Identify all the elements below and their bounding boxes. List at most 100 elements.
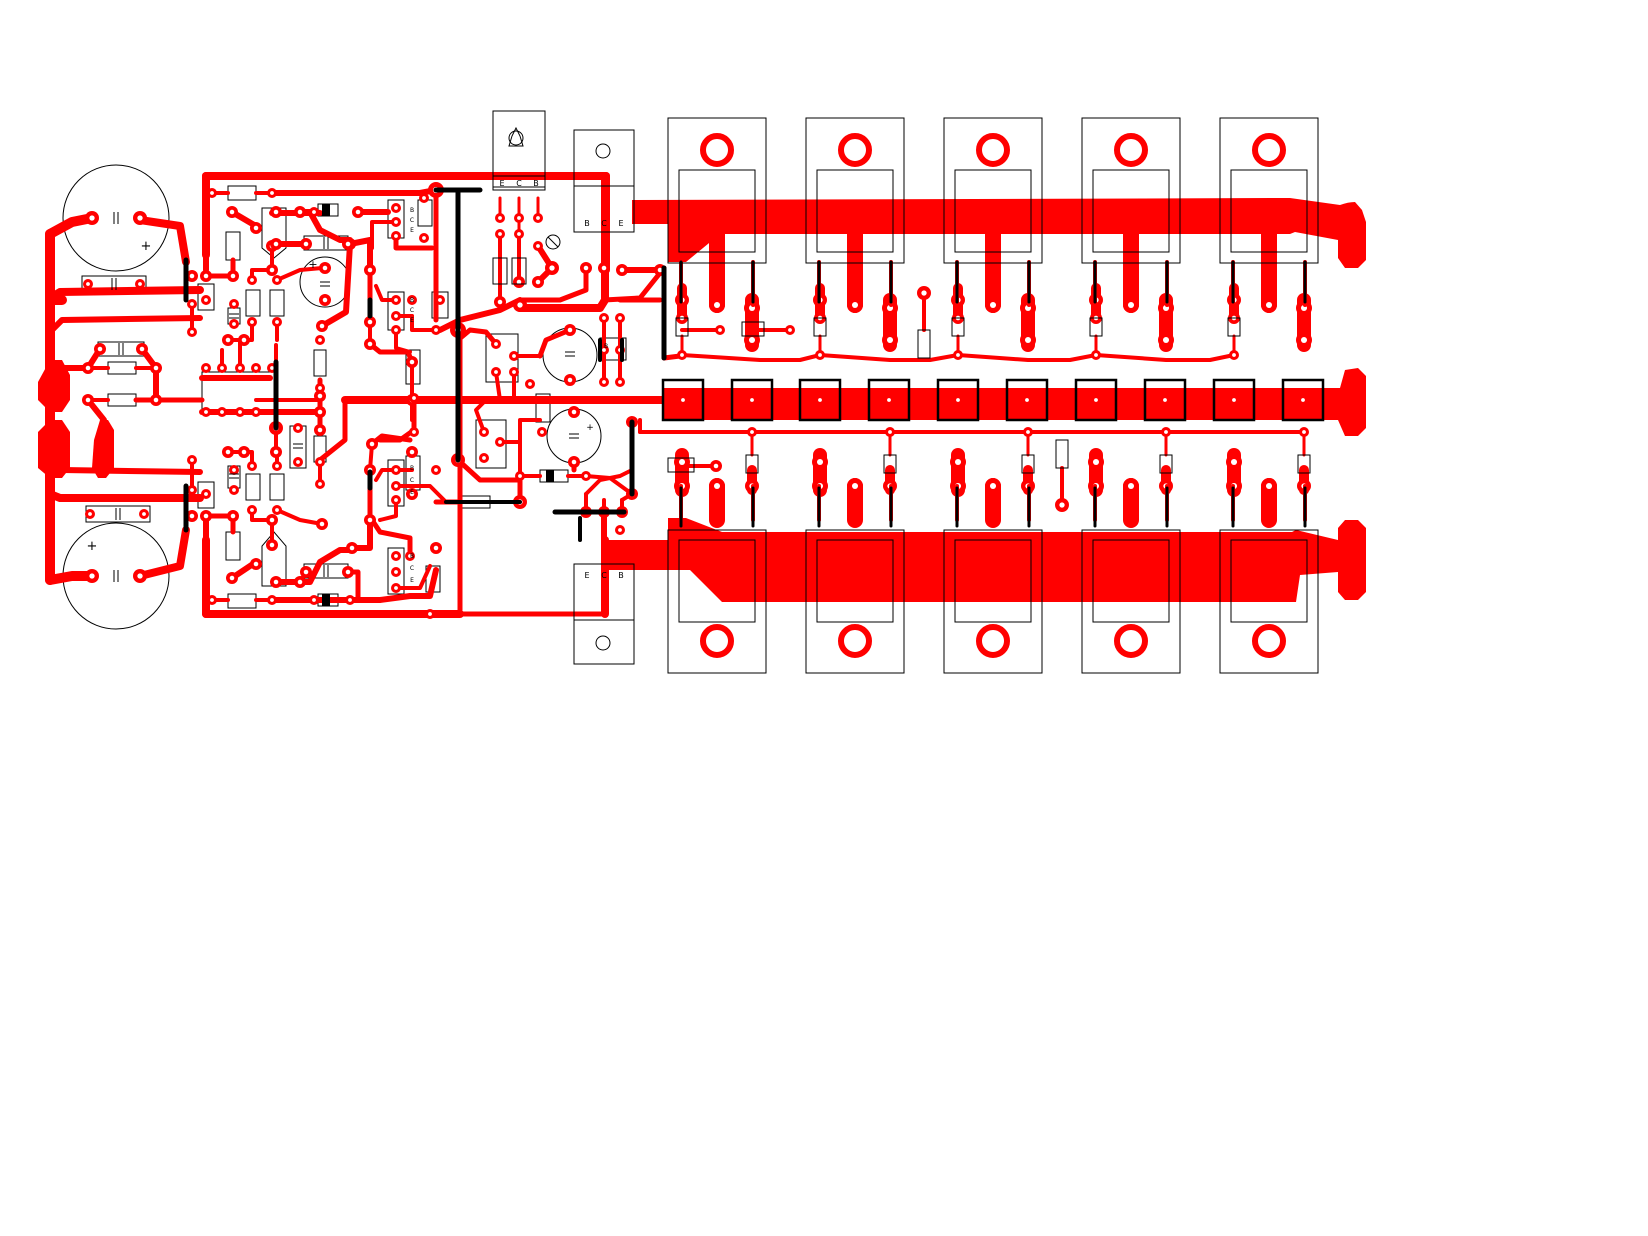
- copper-trace: [136, 216, 190, 266]
- pad-hole: [601, 265, 607, 271]
- pad-hole: [273, 241, 279, 247]
- pad-hole: [1163, 398, 1167, 402]
- component-outline: [225, 231, 241, 261]
- copper-trace: [516, 174, 609, 312]
- pad-hole: [232, 468, 236, 472]
- transistor-outline: [261, 207, 287, 259]
- pad-hole: [189, 513, 195, 519]
- pad-hole: [250, 320, 254, 324]
- pad-hole: [409, 491, 415, 497]
- copper-trace: [47, 315, 203, 335]
- pad-hole: [410, 298, 414, 302]
- pad-hole: [269, 267, 275, 273]
- pad-hole: [269, 542, 275, 548]
- component-outline: [741, 321, 765, 337]
- pad-hole: [657, 267, 663, 273]
- component-outline: [1230, 539, 1308, 623]
- pad-hole: [409, 449, 415, 455]
- pad-hole: [89, 573, 95, 579]
- pad-hole: [618, 380, 622, 384]
- component-outline: [943, 117, 1043, 264]
- mounting-hole-ring: [1252, 133, 1286, 167]
- pad-hole: [250, 278, 254, 282]
- pad-hole: [434, 468, 438, 472]
- pad-hole: [317, 409, 323, 415]
- pad-hole: [394, 554, 398, 558]
- copper-trace: [319, 241, 353, 329]
- pad-hole: [512, 354, 516, 358]
- component-outline: [1219, 117, 1319, 264]
- diode-band: [322, 594, 330, 606]
- pad-hole: [348, 598, 352, 602]
- pin-label: E: [410, 577, 414, 584]
- component-outline: [813, 317, 827, 337]
- pad-hole: [394, 498, 398, 502]
- mounting-hole-ring: [976, 133, 1010, 167]
- jumper-layer: [183, 187, 1307, 606]
- pad-hole: [210, 191, 214, 195]
- pad-hole: [203, 273, 209, 279]
- component-outline: [573, 619, 635, 665]
- component-outline: [107, 393, 137, 407]
- cap-polarity-mark: +: [87, 539, 98, 554]
- pad-hole: [318, 460, 322, 464]
- copper-trace: [394, 484, 448, 504]
- pad-hole: [954, 458, 962, 466]
- pad-hole: [1300, 336, 1308, 344]
- component-outline: [1074, 378, 1118, 422]
- pad-hole: [409, 359, 415, 365]
- pad-hole: [482, 430, 486, 434]
- component-outline: [1081, 117, 1181, 264]
- pad-hole: [678, 458, 686, 466]
- pad-hole: [394, 468, 398, 472]
- pad-hole: [788, 328, 792, 332]
- component-outline: [951, 317, 965, 337]
- pad-hole: [220, 366, 224, 370]
- mounting-hole-ring: [838, 624, 872, 658]
- pad-hole: [230, 513, 236, 519]
- component-outline: [107, 361, 137, 375]
- component-outline: [730, 378, 774, 422]
- pad-hole: [494, 342, 498, 346]
- pad-hole: [428, 612, 432, 616]
- pad-hole: [584, 474, 588, 478]
- pad-hole: [718, 328, 722, 332]
- pad-hole: [88, 512, 92, 516]
- pad-hole: [517, 216, 521, 220]
- pad-hole: [921, 290, 927, 296]
- pad-hole: [412, 396, 416, 400]
- pad-hole: [367, 517, 373, 523]
- pad-hole: [270, 191, 274, 195]
- pad-hole: [1162, 336, 1170, 344]
- pad-hole: [254, 410, 258, 414]
- pad-hole: [818, 353, 822, 357]
- pad-hole: [1092, 458, 1100, 466]
- pad-hole: [1127, 482, 1135, 490]
- pin-label: E: [618, 219, 623, 228]
- component-outline: [954, 539, 1032, 623]
- component-outline: [816, 539, 894, 623]
- pad-hole: [567, 327, 573, 333]
- copper-trace: [517, 265, 589, 303]
- component-outline: [245, 289, 261, 317]
- pad-hole: [438, 298, 442, 302]
- component-outline: [1089, 317, 1103, 337]
- pad-hole: [750, 398, 754, 402]
- component-outline: [678, 539, 756, 623]
- pad-hole: [602, 316, 606, 320]
- pad-hole: [1059, 502, 1065, 508]
- pin-label: C: [410, 307, 414, 314]
- pad-hole: [203, 513, 209, 519]
- component-outline: [595, 635, 611, 651]
- copper-trace: [437, 297, 523, 333]
- transistor-mark: [508, 126, 524, 147]
- pad-hole: [433, 545, 439, 551]
- pad-hole: [86, 282, 90, 286]
- pad-hole: [190, 488, 194, 492]
- pad-hole: [319, 521, 325, 527]
- pad-hole: [394, 206, 398, 210]
- pad-hole: [190, 330, 194, 334]
- pad-hole: [713, 463, 719, 469]
- component-outline: [431, 291, 449, 319]
